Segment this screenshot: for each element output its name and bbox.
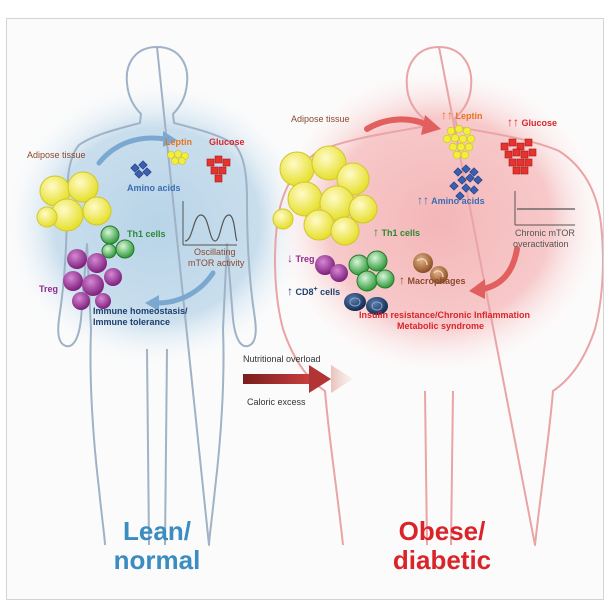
transition-arrow [243,365,353,393]
lean-curved-arrow-bottom [154,270,216,306]
obese-mtor-label-1: Chronic mTOR [515,228,575,238]
lean-title-line-1: Lean/ [123,516,191,546]
obese-leptin-up-arrows: ↑↑ [441,108,453,122]
obese-adipose-label: Adipose tissue [291,114,350,124]
lean-inner-legs [146,348,168,546]
lean-immune-label-1: Immune homeostasis/ [93,306,188,316]
lean-adipose-cluster [36,171,112,232]
obese-amino-text: Amino acids [431,196,485,206]
obese-curved-arrow-top-head [421,115,441,135]
obese-glucose-label: ↑↑ Glucose [507,115,558,129]
lean-amino-acids-icon [130,160,152,179]
figure-frame: Adipose tissue Leptin Glucose Amino acid… [6,18,604,600]
obese-macrophages-label: ↑ Macrophages [399,273,466,287]
lean-body-outline [57,46,257,546]
lean-mtor-label-1: Oscillating [194,247,236,257]
lean-th1-cells-icon [100,225,135,259]
obese-cd8-superscript: + [313,286,318,293]
obese-body-outline [274,46,603,546]
obese-inner-legs [424,390,454,546]
diagram-canvas [7,46,603,546]
obese-macrophages-icon [413,253,448,284]
obese-curved-arrow-top [364,116,430,132]
lean-amino-acids-label: Amino acids [127,183,181,193]
obese-leptin-icon [442,124,476,160]
obese-amino-acids-icon [449,164,483,201]
obese-treg-down-arrow: ↓ [287,251,293,265]
lean-curved-arrow-bottom-head [145,295,159,311]
caloric-excess-label: Caloric excess [247,397,306,407]
lean-mtor-label-2: mTOR activity [188,258,245,268]
obese-cd8-text: CD8 [295,287,314,297]
obese-adipose-cluster [272,145,378,246]
obese-cd8-label: ↑ CD8+ cells [287,284,340,298]
obese-disease-label-2: Metabolic syndrome [397,321,485,331]
obese-glucose-up-arrows: ↑↑ [507,115,519,129]
obese-cd8-up-arrow: ↑ [287,284,293,298]
obese-amino-up-arrows: ↑↑ [417,193,429,207]
obese-th1-text: Th1 cells [381,228,421,238]
obese-leptin-text: Leptin [455,111,483,121]
obese-disease-label-1: Insulin resistance/Chronic Inflammation [359,310,531,320]
obese-amino-acids-label: ↑↑ Amino acids [417,193,485,207]
obese-macrophages-text: Macrophages [407,276,466,286]
lean-glucose-icon [206,155,231,183]
obese-treg-icon [315,255,348,282]
lean-title-line-2: normal [113,545,201,575]
lean-immune-label-2: Immune tolerance [93,317,171,327]
obese-th1-label: ↑ Th1 cells [373,225,421,239]
lean-title: Lean/ normal [87,517,227,575]
obese-title-line-1: Obese/ [398,516,486,546]
obese-mtor-label-2: overactivation [513,239,569,249]
obese-glucose-icon [500,138,537,175]
lean-leptin-label: Leptin [165,137,192,147]
obese-glucose-text: Glucose [521,118,558,128]
obese-treg-text: Treg [295,254,315,264]
obese-curved-arrow-bottom-head [469,279,485,299]
obese-leptin-label: ↑↑ Leptin [441,108,483,122]
obese-title: Obese/ diabetic [367,517,517,575]
obese-cd8-suffix: cells [317,287,341,297]
obese-treg-label: ↓ Treg [287,251,315,265]
obese-th1-up-arrow: ↑ [373,225,379,239]
lean-curved-arrow-top [96,135,168,166]
lean-curved-arrow-top-head [163,131,177,147]
lean-mtor-oscillation-graph [182,201,238,246]
obese-curved-arrow-bottom [480,246,520,292]
lean-treg-label: Treg [39,284,59,294]
nutritional-overload-label: Nutritional overload [243,354,321,364]
lean-th1-label: Th1 cells [127,229,166,239]
lean-glucose-label: Glucose [209,137,245,147]
obese-cd8-cells-icon [344,293,388,315]
lean-leptin-icon [167,150,189,165]
lean-adipose-label: Adipose tissue [27,150,86,160]
obese-th1-cells-icon [348,250,395,292]
obese-macrophages-up-arrow: ↑ [399,273,405,287]
obese-mtor-chronic-graph [514,191,575,226]
obese-title-line-2: diabetic [392,545,492,575]
lean-treg-icon [63,249,122,310]
